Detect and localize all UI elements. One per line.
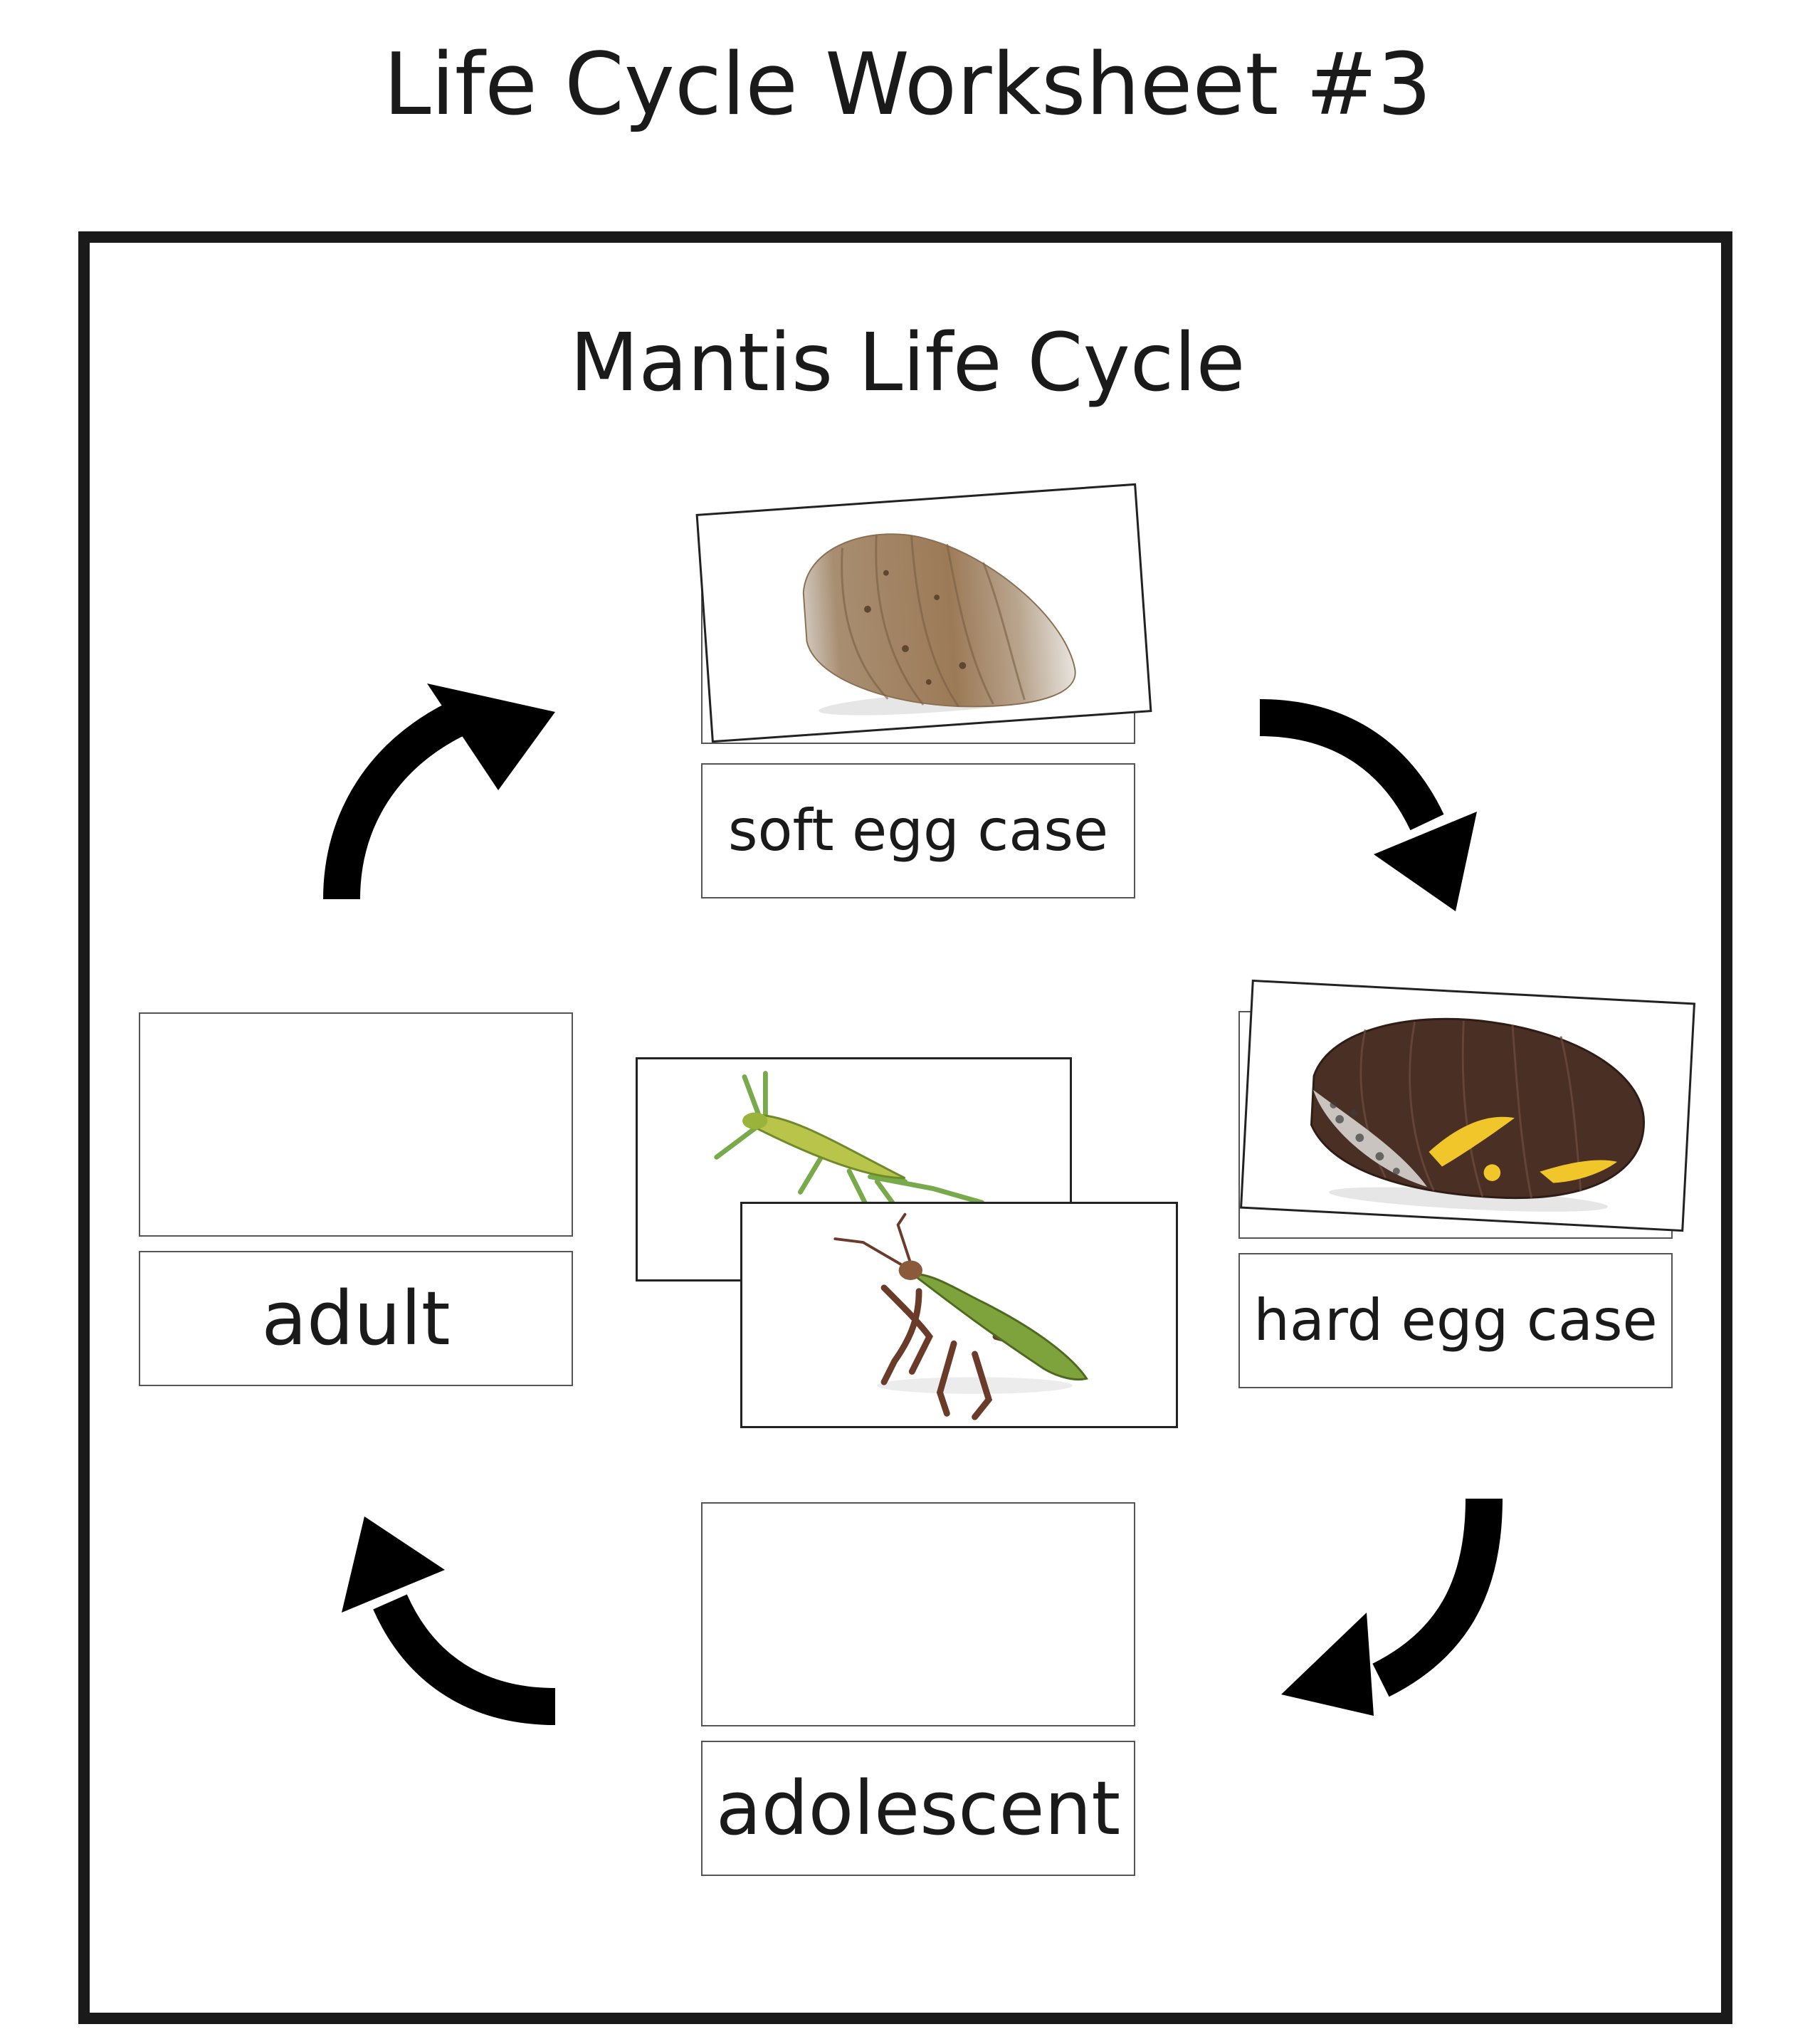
mantis-nymph-illustration <box>714 1071 984 1223</box>
soft-egg-case-card[interactable] <box>695 483 1152 743</box>
adult-image-placeholder[interactable] <box>139 1012 573 1237</box>
page-title: Life Cycle Worksheet #3 <box>383 36 1432 135</box>
adolescent-image-placeholder[interactable] <box>701 1502 1135 1726</box>
hard-egg-case-illustration <box>1310 1017 1645 1212</box>
diagram-frame <box>78 231 1732 2024</box>
stage-label-top: soft egg case <box>701 763 1135 898</box>
stage-label-right: hard egg case <box>1238 1253 1673 1388</box>
diagram-title: Mantis Life Cycle <box>569 317 1246 409</box>
stage-label-bottom: adolescent <box>701 1741 1135 1876</box>
soft-egg-case-illustration <box>802 533 1076 716</box>
adult-mantis-illustration <box>833 1212 1088 1420</box>
hard-egg-case-card[interactable] <box>1240 979 1695 1232</box>
adult-mantis-picture-card[interactable] <box>740 1202 1178 1428</box>
stage-label-left: adult <box>139 1251 573 1386</box>
